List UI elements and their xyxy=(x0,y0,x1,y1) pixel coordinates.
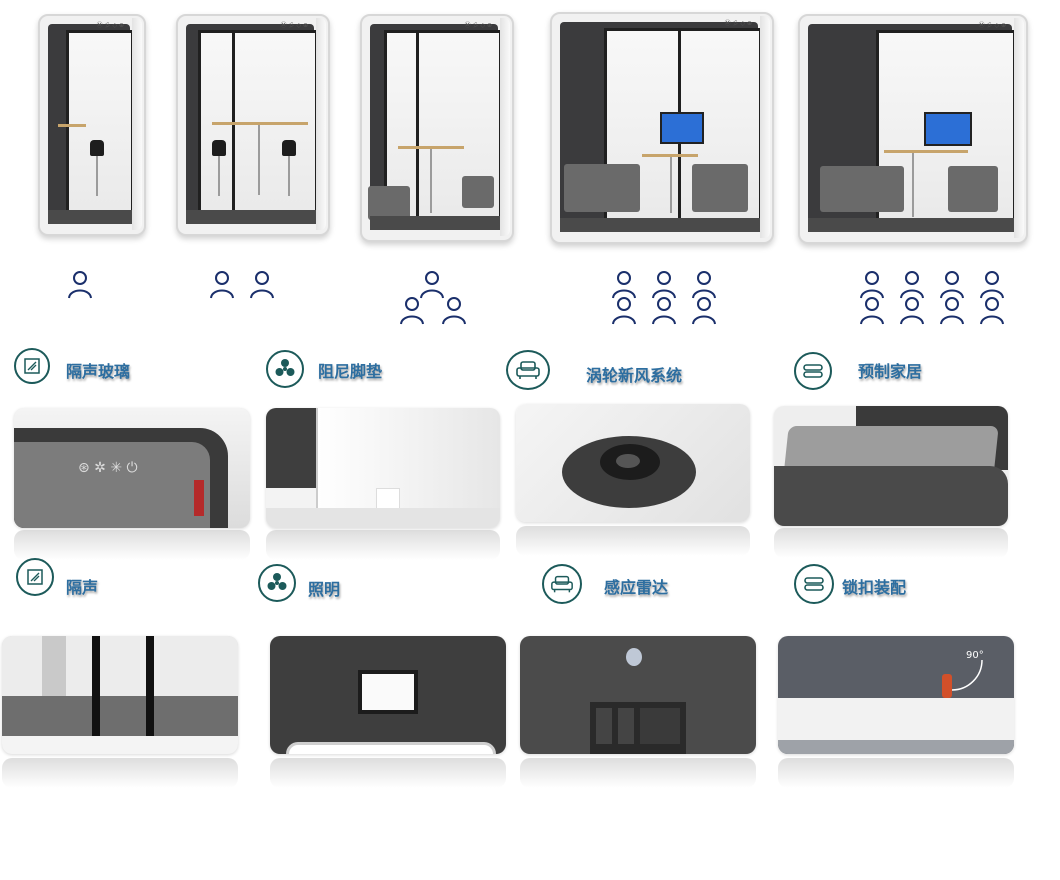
person-icon xyxy=(898,296,926,326)
person-icon xyxy=(858,270,886,300)
fan-icon xyxy=(258,564,296,602)
photo-turbo-ventilation xyxy=(516,404,750,522)
person-icon xyxy=(978,296,1006,326)
booth-six: Ⓜ 彡 ◇ ⊕ xyxy=(550,12,774,244)
booth-logo: Ⓜ 彡 ◇ ⊕ xyxy=(96,22,124,29)
person-icon xyxy=(938,270,966,300)
feature-label: 隔声 xyxy=(66,578,99,597)
booth-triple: Ⓜ 彡 ◇ ⊕ xyxy=(360,14,514,242)
tv-screen xyxy=(660,112,704,144)
feature-label: 锁扣装配 xyxy=(842,578,907,597)
panel-icon xyxy=(794,564,834,604)
glass-icon xyxy=(14,348,50,384)
person-icon xyxy=(610,296,638,326)
person-icon xyxy=(978,270,1006,300)
person-icon xyxy=(858,296,886,326)
feature-label: 涡轮新风系统 xyxy=(586,366,683,385)
photo-lighting xyxy=(270,636,506,754)
photo-prefab-furniture xyxy=(774,406,1008,526)
photo-sound-insulation xyxy=(2,636,238,754)
feature-label: 预制家居 xyxy=(858,362,923,381)
person-icon xyxy=(248,270,276,300)
person-icon xyxy=(898,270,926,300)
sofa-icon xyxy=(506,350,550,390)
person-icon xyxy=(440,296,468,326)
angle-annotation: 90° xyxy=(966,650,984,661)
booth-double: Ⓜ 彡 ◇ ⊕ xyxy=(176,14,330,236)
sofa xyxy=(564,164,640,212)
person-icon xyxy=(650,296,678,326)
person-icon xyxy=(208,270,236,300)
feature-label: 阻尼脚垫 xyxy=(318,362,383,381)
fan-icon xyxy=(266,350,304,388)
person-icon xyxy=(938,296,966,326)
booth-logo: Ⓜ 彡 ◇ ⊕ xyxy=(978,22,1006,29)
person-icon xyxy=(610,270,638,300)
sofa xyxy=(692,164,748,212)
photo-damping-pad xyxy=(266,408,500,528)
booth-eight: Ⓜ 彡 ◇ ⊕ xyxy=(798,14,1028,244)
person-icon xyxy=(66,270,94,300)
sofa xyxy=(368,186,410,220)
photo-acoustic-glass: ⊛ ✲ ✳ ⏻ xyxy=(14,408,250,528)
sofa xyxy=(948,166,998,212)
glass-icon xyxy=(16,558,54,596)
tv-screen xyxy=(924,112,972,146)
sofa xyxy=(820,166,904,212)
chair xyxy=(282,140,296,156)
sofa-icon xyxy=(542,564,582,604)
feature-label: 照明 xyxy=(308,580,341,599)
person-icon xyxy=(650,270,678,300)
person-icon xyxy=(690,296,718,326)
chair xyxy=(90,140,104,156)
person-icon xyxy=(418,270,446,300)
booth-single: Ⓜ 彡 ◇ ⊕ xyxy=(38,14,146,236)
booth-logo: Ⓜ 彡 ◇ ⊕ xyxy=(280,22,308,29)
booth-logo: Ⓜ 彡 ◇ ⊕ xyxy=(724,20,752,27)
panel-icon xyxy=(794,352,832,390)
photo-snap-assembly: 90° xyxy=(778,636,1014,754)
feature-label: 隔声玻璃 xyxy=(66,362,131,381)
person-icon xyxy=(398,296,426,326)
feature-label: 感应雷达 xyxy=(604,578,669,597)
booth-glass-door xyxy=(66,30,134,224)
photo-radar-sensor xyxy=(520,636,756,754)
sofa xyxy=(462,176,494,208)
person-icon xyxy=(690,270,718,300)
chair xyxy=(212,140,226,156)
booth-logo: Ⓜ 彡 ◇ ⊕ xyxy=(464,22,492,29)
